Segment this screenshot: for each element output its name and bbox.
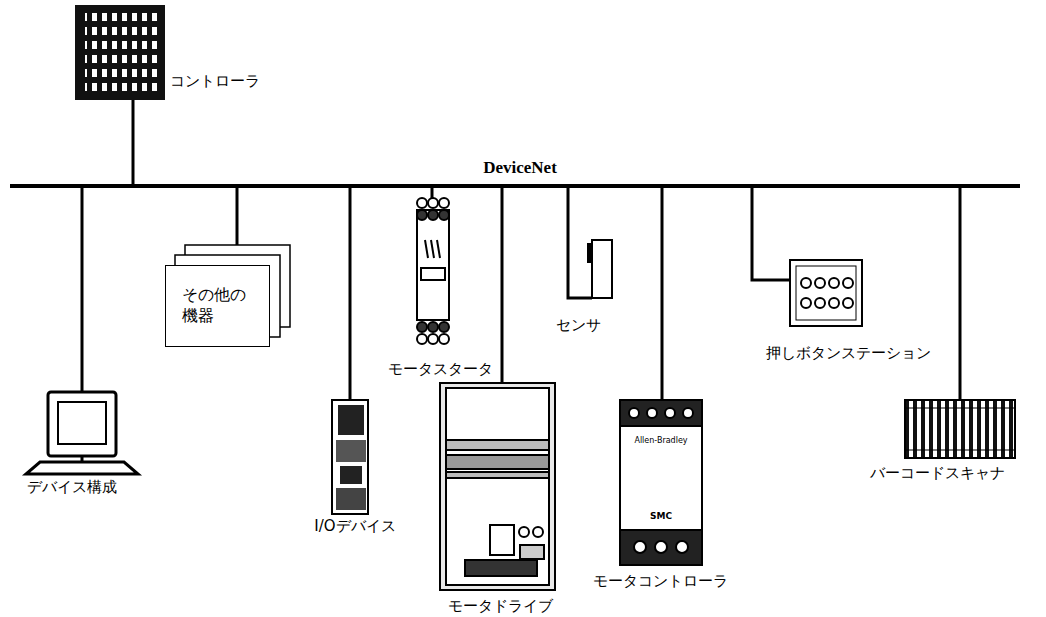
- drop-line: [752, 186, 790, 280]
- device-label: モータスタータ: [388, 360, 493, 378]
- computer-icon: [26, 392, 138, 474]
- drop-line: [81, 186, 84, 392]
- device-label: SMC: [650, 511, 672, 522]
- device-card: その他の 機器: [165, 265, 270, 347]
- drop-line: [959, 186, 962, 400]
- device-label: I/Oデバイス: [314, 517, 395, 535]
- device-label: モータコントローラ: [593, 572, 728, 590]
- drop-line: [349, 186, 352, 400]
- drop-line: [501, 186, 504, 383]
- device-label: コントローラ: [170, 72, 260, 90]
- motor-starter: [417, 198, 449, 344]
- motor-controller: [620, 400, 702, 565]
- device-label: DeviceNet: [483, 158, 557, 178]
- drop-line: [132, 100, 135, 186]
- controller-module: [75, 5, 165, 100]
- device-label: センサ: [556, 316, 601, 334]
- device-label: 押しボタンステーション: [766, 344, 931, 362]
- motor-drive: [440, 383, 555, 590]
- device-label: Allen-Bradley: [634, 436, 687, 446]
- device-label: デバイス構成: [27, 478, 117, 496]
- sensor: [588, 240, 612, 298]
- barcode-scanner: [905, 400, 1015, 458]
- io-device: [332, 400, 368, 514]
- push-button-station: [790, 260, 862, 326]
- drop-line: [236, 186, 239, 245]
- drop-line: [661, 186, 664, 400]
- device-label: バーコードスキャナ: [870, 464, 1005, 482]
- device-label: モータドライブ: [448, 597, 553, 615]
- node-text: その他の 機器: [182, 285, 254, 327]
- devicenet-bus: [10, 184, 1020, 188]
- drop-line: [568, 186, 592, 298]
- bus-wires: [10, 100, 1020, 400]
